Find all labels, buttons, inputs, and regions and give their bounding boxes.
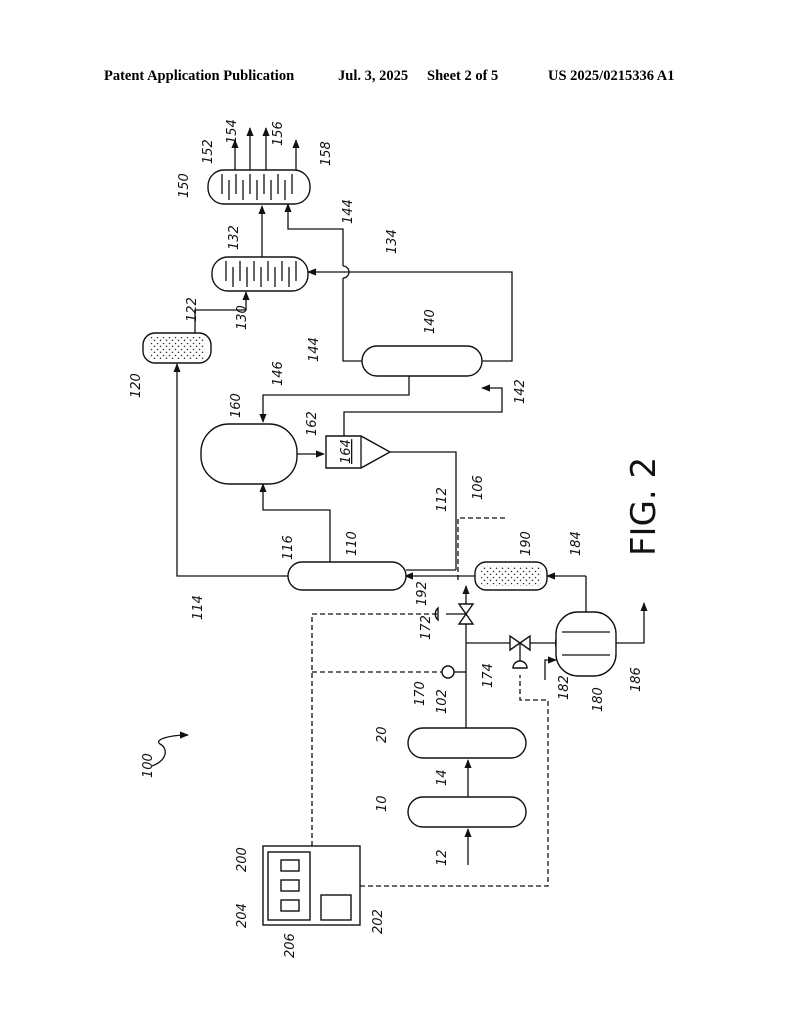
vessel-160 — [200, 423, 298, 485]
label-192: 192 — [415, 581, 430, 606]
label-154: 154 — [225, 119, 240, 144]
valve-174 — [509, 634, 531, 669]
stream-122 — [194, 291, 250, 333]
label-112: 112 — [435, 487, 450, 512]
label-130: 130 — [235, 305, 250, 330]
label-132: 132 — [227, 225, 242, 250]
vessel-180 — [555, 611, 617, 677]
stream-112 — [390, 451, 457, 570]
label-186: 186 — [629, 667, 644, 692]
label-182: 182 — [557, 675, 572, 700]
sensor-170 — [441, 665, 455, 679]
sheet-number: Sheet 2 of 5 — [427, 68, 499, 84]
controller-module-202 — [320, 894, 352, 921]
label-10: 10 — [375, 795, 390, 812]
label-122: 122 — [185, 297, 200, 322]
controller-slot-1 — [280, 859, 300, 872]
stream-114 — [173, 363, 288, 577]
label-184: 184 — [569, 531, 584, 556]
stream-106 — [457, 517, 505, 580]
signal-174 — [360, 675, 549, 887]
stream-182 — [544, 656, 557, 680]
label-160: 160 — [229, 393, 244, 418]
stream-142 — [343, 384, 503, 436]
stream-144 — [342, 278, 362, 362]
reference-labels: 100 10 12 14 20 102 170 172 174 192 180 … — [129, 119, 644, 958]
label-172: 172 — [419, 615, 434, 640]
label-144-lower: 144 — [307, 337, 322, 362]
signal-172 — [311, 613, 438, 846]
publication-date: Jul. 3, 2025 — [338, 68, 409, 84]
label-100: 100 — [141, 753, 156, 778]
label-174: 174 — [481, 663, 496, 688]
publication-type: Patent Application Publication — [104, 68, 295, 84]
stream-146 — [259, 376, 410, 423]
stream-116 — [259, 483, 331, 562]
label-200: 200 — [235, 847, 250, 872]
label-150: 150 — [177, 173, 192, 198]
label-134: 134 — [385, 229, 400, 254]
publication-number: US 2025/0215336 A1 — [548, 68, 675, 84]
column-130 — [211, 256, 309, 292]
label-102: 102 — [435, 689, 450, 714]
stream-134 — [307, 268, 513, 362]
stream-186 — [616, 602, 648, 644]
system-arrow-100 — [151, 731, 189, 767]
label-202: 202 — [371, 909, 386, 934]
controller-200 — [262, 845, 361, 926]
label-156: 156 — [271, 121, 286, 146]
controller-slot-206 — [280, 899, 300, 912]
controller-slot-2 — [280, 879, 300, 892]
label-144-upper: 144 — [341, 199, 356, 224]
figure-caption: FIG. 2 — [624, 457, 664, 556]
label-120: 120 — [129, 373, 144, 398]
column-150 — [207, 169, 311, 205]
label-190: 190 — [519, 531, 534, 556]
label-106: 106 — [471, 475, 486, 500]
label-12: 12 — [435, 849, 450, 866]
label-142: 142 — [513, 379, 528, 404]
unit-164 — [325, 435, 392, 469]
label-164: 164 — [339, 439, 354, 464]
label-204: 204 — [235, 903, 250, 928]
vessel-10 — [407, 796, 527, 828]
label-14: 14 — [435, 769, 450, 786]
label-20: 20 — [375, 726, 390, 743]
label-180: 180 — [591, 687, 606, 712]
label-170: 170 — [413, 681, 428, 706]
label-114: 114 — [191, 595, 206, 620]
label-206: 206 — [283, 933, 298, 958]
label-140: 140 — [423, 309, 438, 334]
valve-172 — [434, 603, 475, 625]
label-110: 110 — [345, 531, 360, 556]
vessel-20 — [407, 727, 527, 759]
vessel-140 — [361, 345, 483, 377]
label-158: 158 — [319, 141, 334, 166]
label-152: 152 — [201, 139, 216, 164]
label-116: 116 — [281, 535, 296, 560]
label-162: 162 — [305, 411, 320, 436]
label-146: 146 — [271, 361, 286, 386]
vessel-110 — [287, 561, 407, 591]
